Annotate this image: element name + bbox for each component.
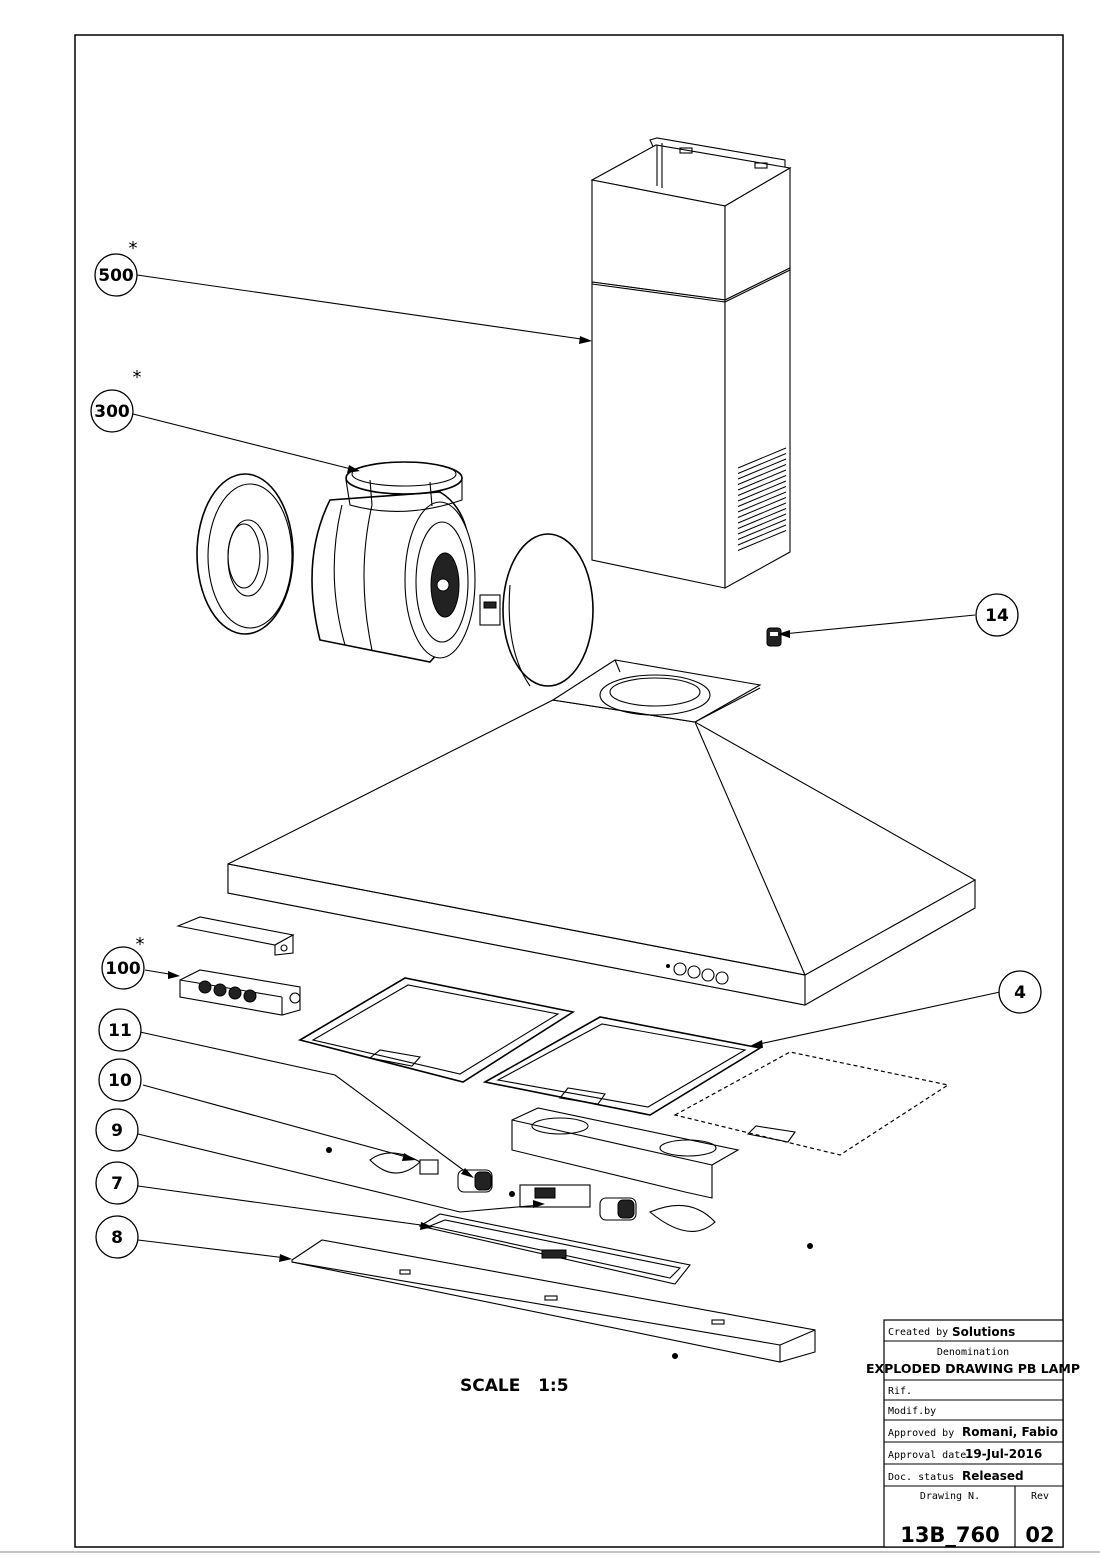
drawing-n-label: Drawing N. bbox=[920, 1491, 980, 1502]
denomination-label: Denomination bbox=[937, 1347, 1009, 1358]
denomination-value: EXPLODED DRAWING PB LAMP bbox=[866, 1361, 1080, 1376]
callout-9-label: 9 bbox=[111, 1121, 123, 1141]
callout-500-label: 500 bbox=[98, 266, 134, 286]
callout-100-star: * bbox=[136, 934, 145, 955]
callout-500: 500 * bbox=[94, 238, 138, 297]
vent-slot bbox=[737, 475, 787, 496]
front-profile-8 bbox=[291, 1239, 816, 1363]
approval-date-label: Approval date bbox=[888, 1450, 966, 1461]
doc-status-value: Released bbox=[962, 1469, 1024, 1483]
vent-slot bbox=[737, 491, 787, 513]
approved-by-value: Romani, Fabio bbox=[962, 1425, 1058, 1439]
clip-part-14 bbox=[766, 627, 782, 647]
created-by-label: Created by bbox=[888, 1327, 948, 1338]
approval-date-value: 19-Jul-2016 bbox=[965, 1447, 1042, 1461]
vent-slot bbox=[737, 519, 787, 540]
callout-300: 300 * bbox=[90, 367, 142, 433]
hood-body bbox=[227, 659, 977, 1006]
scale-label: SCALE 1:5 bbox=[460, 1376, 569, 1396]
chimney-cover bbox=[590, 137, 792, 589]
chimney-vent-slots bbox=[737, 447, 787, 551]
vent-slot bbox=[737, 447, 787, 469]
callout-8: 8 bbox=[95, 1215, 139, 1259]
vent-slot bbox=[737, 453, 787, 474]
callout-100: 100 * bbox=[101, 934, 145, 990]
callout-11-label: 11 bbox=[108, 1021, 132, 1041]
leader-lines bbox=[132, 274, 1001, 1262]
vent-slot bbox=[737, 480, 787, 502]
callout-14: 14 bbox=[975, 593, 1019, 637]
callout-7-label: 7 bbox=[111, 1174, 123, 1194]
callout-10-label: 10 bbox=[108, 1071, 132, 1091]
vent-slot bbox=[737, 530, 787, 551]
callout-500-star: * bbox=[129, 238, 138, 259]
callout-8-label: 8 bbox=[111, 1228, 123, 1248]
rev-value: 02 bbox=[1025, 1523, 1054, 1547]
callout-7: 7 bbox=[95, 1161, 139, 1205]
callout-4: 4 bbox=[998, 970, 1042, 1014]
title-block: Created by Solutions Denomination EXPLOD… bbox=[866, 1319, 1080, 1548]
lamp-bulbs bbox=[326, 1147, 813, 1359]
motor-assembly bbox=[196, 461, 594, 687]
callout-14-label: 14 bbox=[985, 606, 1009, 626]
vent-slot bbox=[737, 524, 787, 546]
drawing-n-value: 13B_760 bbox=[900, 1523, 1000, 1547]
lamp-bracket bbox=[511, 1107, 740, 1199]
created-by-value: Solutions bbox=[952, 1325, 1015, 1339]
callout-10: 10 bbox=[98, 1058, 142, 1102]
approved-by-label: Approved by bbox=[888, 1428, 954, 1439]
vent-slot bbox=[737, 497, 787, 518]
grease-filters bbox=[297, 977, 950, 1156]
vent-slot bbox=[737, 486, 787, 507]
vent-slot bbox=[737, 458, 787, 480]
callout-300-star: * bbox=[133, 367, 142, 388]
rif-label: Rif. bbox=[888, 1386, 912, 1397]
rev-label: Rev bbox=[1031, 1491, 1049, 1502]
lamp-frame-7 bbox=[418, 1213, 691, 1285]
callout-100-label: 100 bbox=[105, 959, 141, 979]
vent-slot bbox=[737, 508, 787, 529]
vent-slot bbox=[737, 513, 787, 535]
callout-300-label: 300 bbox=[94, 402, 130, 422]
vent-slot bbox=[737, 464, 787, 485]
sheet-border bbox=[74, 34, 1064, 1548]
callout-9: 9 bbox=[95, 1108, 139, 1152]
vent-slot bbox=[737, 469, 787, 491]
callout-11: 11 bbox=[98, 1008, 142, 1052]
callout-4-label: 4 bbox=[1014, 983, 1026, 1003]
control-panel-100 bbox=[176, 916, 301, 1016]
vent-slot bbox=[737, 502, 787, 524]
modif-by-label: Modif.by bbox=[888, 1406, 936, 1417]
doc-status-label: Doc. status bbox=[888, 1472, 954, 1483]
